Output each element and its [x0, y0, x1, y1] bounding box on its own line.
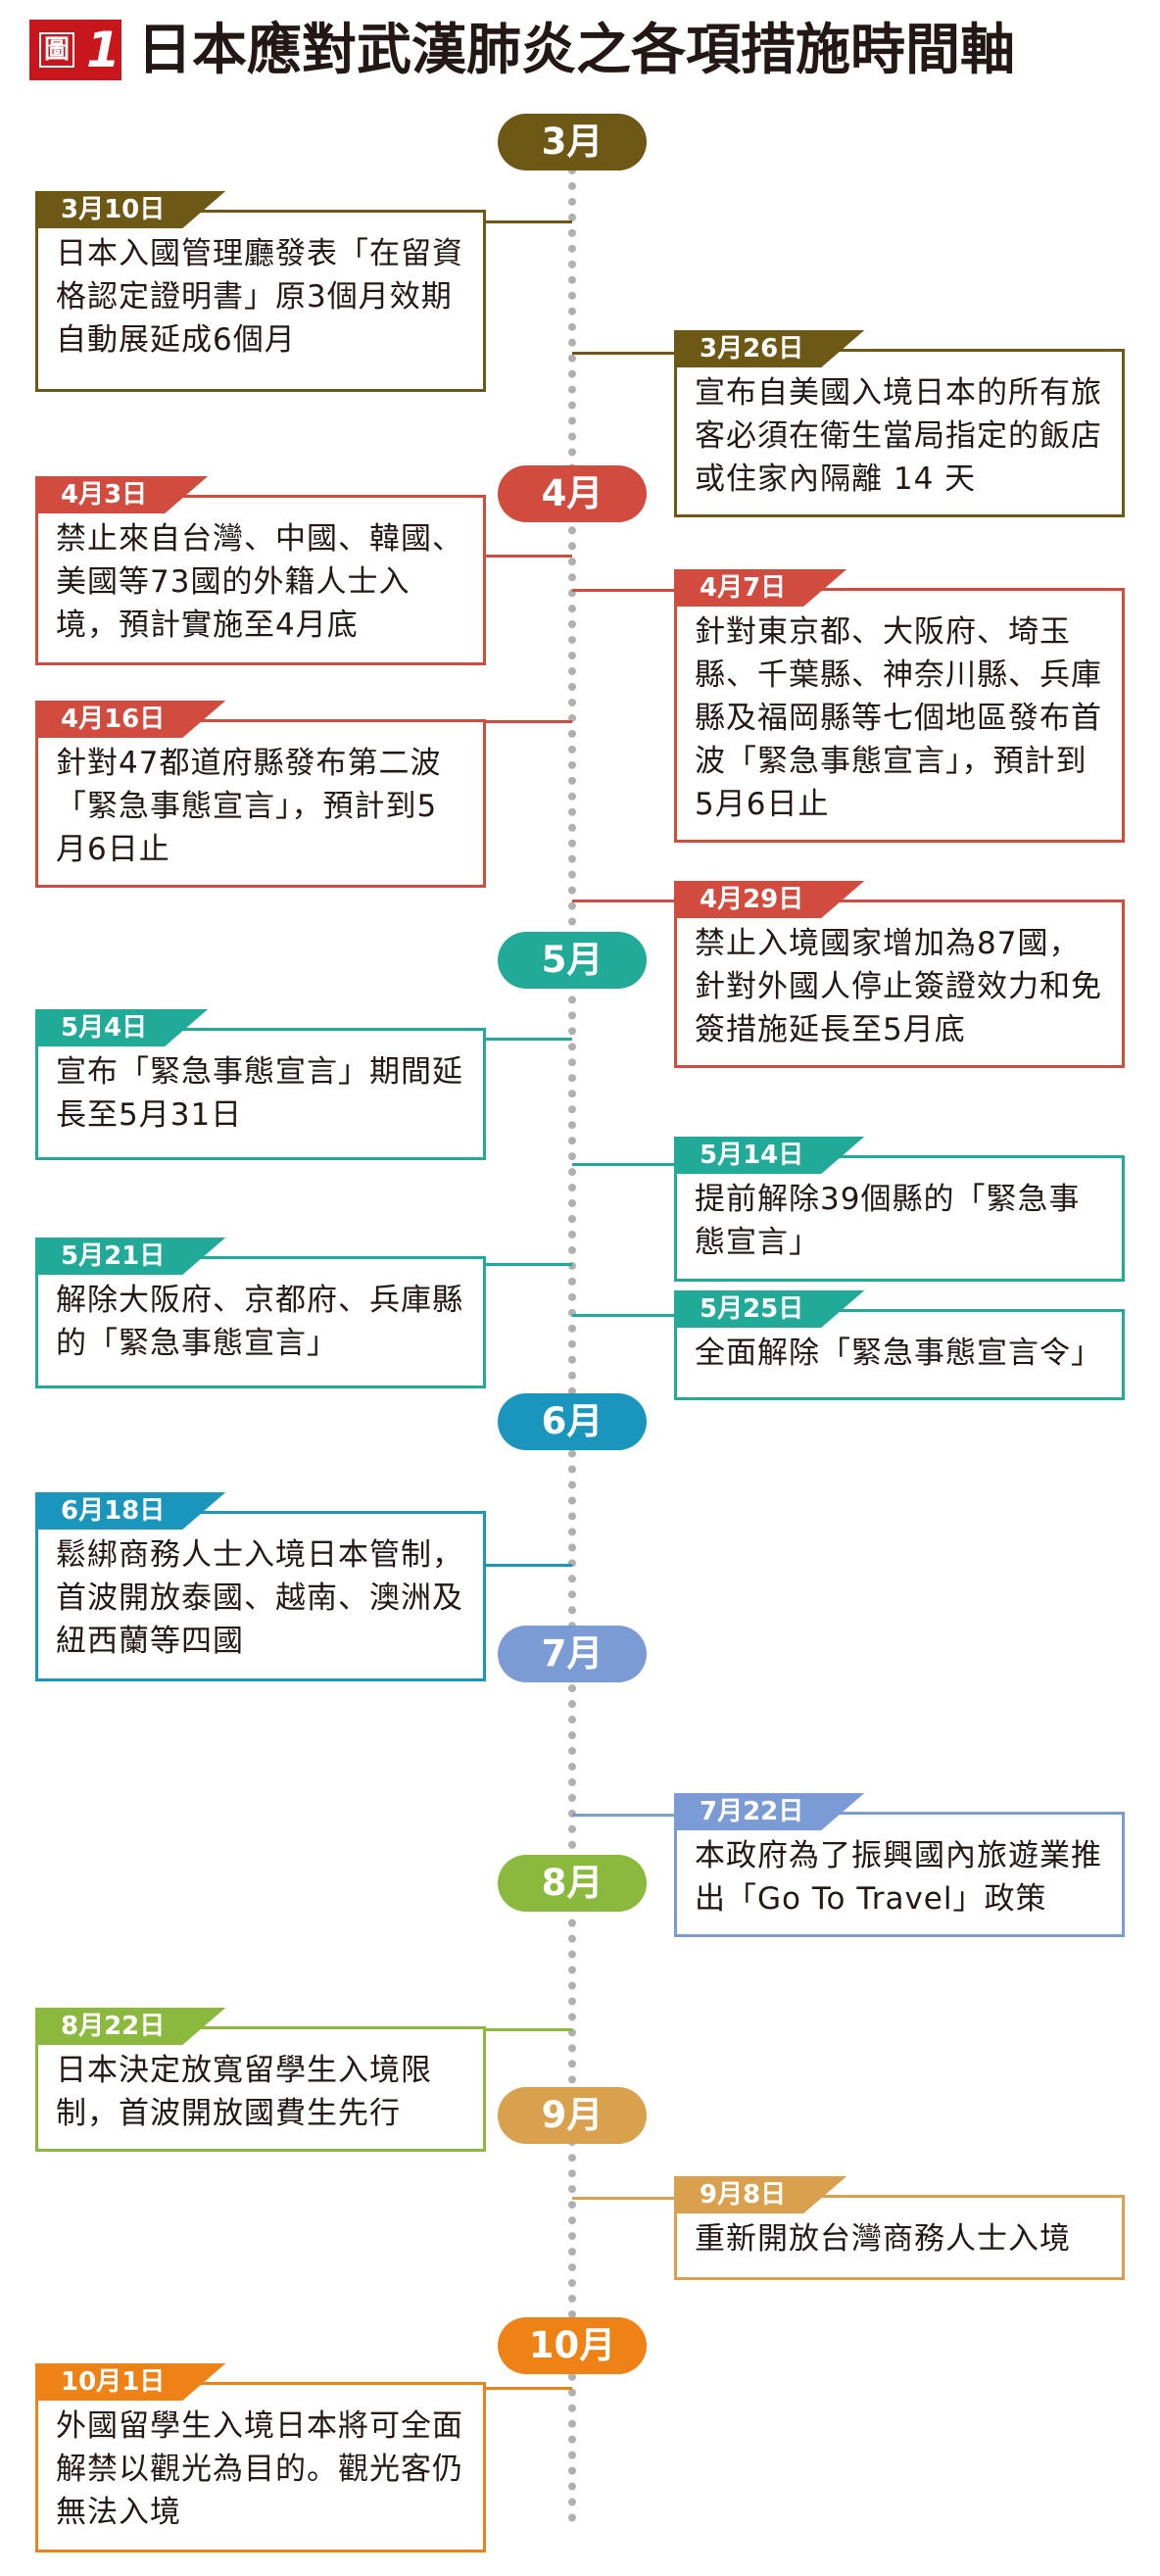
event-text: 提前解除39個縣的「緊急事態宣言」 [695, 1182, 1081, 1260]
event-text: 日本入國管理廳發表「在留資格認定證明書」原3個月效期自動展延成6個月 [56, 236, 463, 358]
event-date-tab: 4月29日 [674, 881, 864, 918]
figure-badge: 圖 1 [29, 20, 121, 80]
month-marker: 7月 [498, 1626, 647, 1682]
event-text: 針對47都道府縣發布第二波「緊急事態宣言」，預計到5月6日止 [56, 746, 442, 867]
event-text: 日本決定放寬留學生入境限制，首波開放國費生先行 [56, 2053, 432, 2131]
event-connector [572, 1163, 674, 1166]
event-date-tab: 4月7日 [674, 569, 846, 607]
event-text: 禁止來自台灣、中國、韓國、美國等73國的外籍人士入境，預計實施至4月底 [56, 521, 463, 643]
event-date-tab: 8月22日 [35, 2008, 225, 2045]
event-text: 全面解除「緊急事態宣言令」 [695, 1336, 1102, 1371]
event-connector [572, 2197, 674, 2200]
month-marker: 5月 [498, 932, 647, 989]
event-text: 重新開放台灣商務人士入境 [695, 2221, 1071, 2257]
page-title: 日本應對武漢肺炎之各項措施時間軸 [137, 19, 1015, 82]
event-connector [486, 220, 572, 223]
event-connector [486, 1263, 572, 1266]
event-card: 5月25日全面解除「緊急事態宣言令」 [674, 1309, 1125, 1400]
event-connector [486, 2387, 572, 2390]
event-date-tab: 6月18日 [35, 1492, 225, 1530]
event-text: 針對東京都、大阪府、埼玉縣、千葉縣、神奈川縣、兵庫縣及福岡縣等七個地區發布首波「… [695, 614, 1102, 822]
event-card: 5月14日提前解除39個縣的「緊急事態宣言」 [674, 1155, 1125, 1282]
event-text: 外國留學生入境日本將可全面解禁以觀光為目的。觀光客仍無法入境 [56, 2408, 463, 2530]
event-card: 4月16日針對47都道府縣發布第二波「緊急事態宣言」，預計到5月6日止 [35, 719, 486, 888]
month-marker: 9月 [498, 2087, 647, 2144]
event-card: 4月29日禁止入境國家增加為87國，針對外國人停止簽證效力和免簽措施延長至5月底 [674, 899, 1125, 1068]
month-marker: 6月 [498, 1393, 647, 1450]
event-text: 宣布「緊急事態宣言」期間延長至5月31日 [56, 1054, 463, 1133]
event-connector [572, 899, 674, 902]
event-date-tab: 3月26日 [674, 330, 864, 367]
event-text: 禁止入境國家增加為87國，針對外國人停止簽證效力和免簽措施延長至5月底 [695, 926, 1102, 1047]
event-card: 8月22日日本決定放寬留學生入境限制，首波開放國費生先行 [35, 2026, 486, 2152]
event-date-tab: 9月8日 [674, 2176, 846, 2213]
event-connector [486, 2028, 572, 2031]
event-connector [572, 1814, 674, 1817]
event-date-tab: 4月16日 [35, 701, 225, 738]
event-card: 7月22日本政府為了振興國內旅遊業推出「Go To Travel」政策 [674, 1812, 1125, 1937]
event-text: 宣布自美國入境日本的所有旅客必須在衛生當局指定的飯店或住家內隔離 14 天 [695, 375, 1102, 497]
timeline-axis [568, 167, 576, 2523]
event-date-tab: 5月4日 [35, 1009, 208, 1046]
event-text: 解除大阪府、京都府、兵庫縣的「緊急事態宣言」 [56, 1283, 463, 1361]
event-card: 3月26日宣布自美國入境日本的所有旅客必須在衛生當局指定的飯店或住家內隔離 14… [674, 349, 1125, 517]
event-card: 4月7日針對東京都、大阪府、埼玉縣、千葉縣、神奈川縣、兵庫縣及福岡縣等七個地區發… [674, 588, 1125, 843]
event-connector [486, 555, 572, 558]
event-text: 鬆綁商務人士入境日本管制，首波開放泰國、越南、澳洲及紐西蘭等四國 [56, 1537, 463, 1659]
month-marker: 10月 [498, 2317, 647, 2374]
event-connector [572, 1314, 674, 1317]
month-marker: 4月 [498, 465, 647, 522]
event-connector [486, 1564, 572, 1567]
event-card: 3月10日日本入國管理廳發表「在留資格認定證明書」原3個月效期自動展延成6個月 [35, 210, 486, 392]
event-connector [572, 589, 674, 592]
event-connector [572, 352, 674, 355]
event-card: 4月3日禁止來自台灣、中國、韓國、美國等73國的外籍人士入境，預計實施至4月底 [35, 495, 486, 665]
event-date-tab: 5月14日 [674, 1137, 864, 1174]
event-date-tab: 7月22日 [674, 1793, 864, 1830]
event-card: 6月18日鬆綁商務人士入境日本管制，首波開放泰國、越南、澳洲及紐西蘭等四國 [35, 1511, 486, 1681]
figure-number: 1 [86, 22, 121, 78]
event-card: 5月21日解除大阪府、京都府、兵庫縣的「緊急事態宣言」 [35, 1256, 486, 1388]
event-card: 5月4日宣布「緊急事態宣言」期間延長至5月31日 [35, 1028, 486, 1160]
event-date-tab: 10月1日 [35, 2363, 225, 2401]
event-date-tab: 4月3日 [35, 476, 208, 513]
event-date-tab: 5月21日 [35, 1238, 225, 1275]
figure-label: 圖 [39, 32, 74, 68]
event-card: 9月8日重新開放台灣商務人士入境 [674, 2195, 1125, 2280]
event-connector [486, 1038, 572, 1041]
event-date-tab: 5月25日 [674, 1290, 864, 1328]
event-card: 10月1日外國留學生入境日本將可全面解禁以觀光為目的。觀光客仍無法入境 [35, 2382, 486, 2552]
month-marker: 8月 [498, 1855, 647, 1912]
month-marker: 3月 [498, 114, 647, 170]
event-date-tab: 3月10日 [35, 191, 225, 228]
event-connector [486, 720, 572, 723]
event-text: 本政府為了振興國內旅遊業推出「Go To Travel」政策 [695, 1838, 1102, 1917]
